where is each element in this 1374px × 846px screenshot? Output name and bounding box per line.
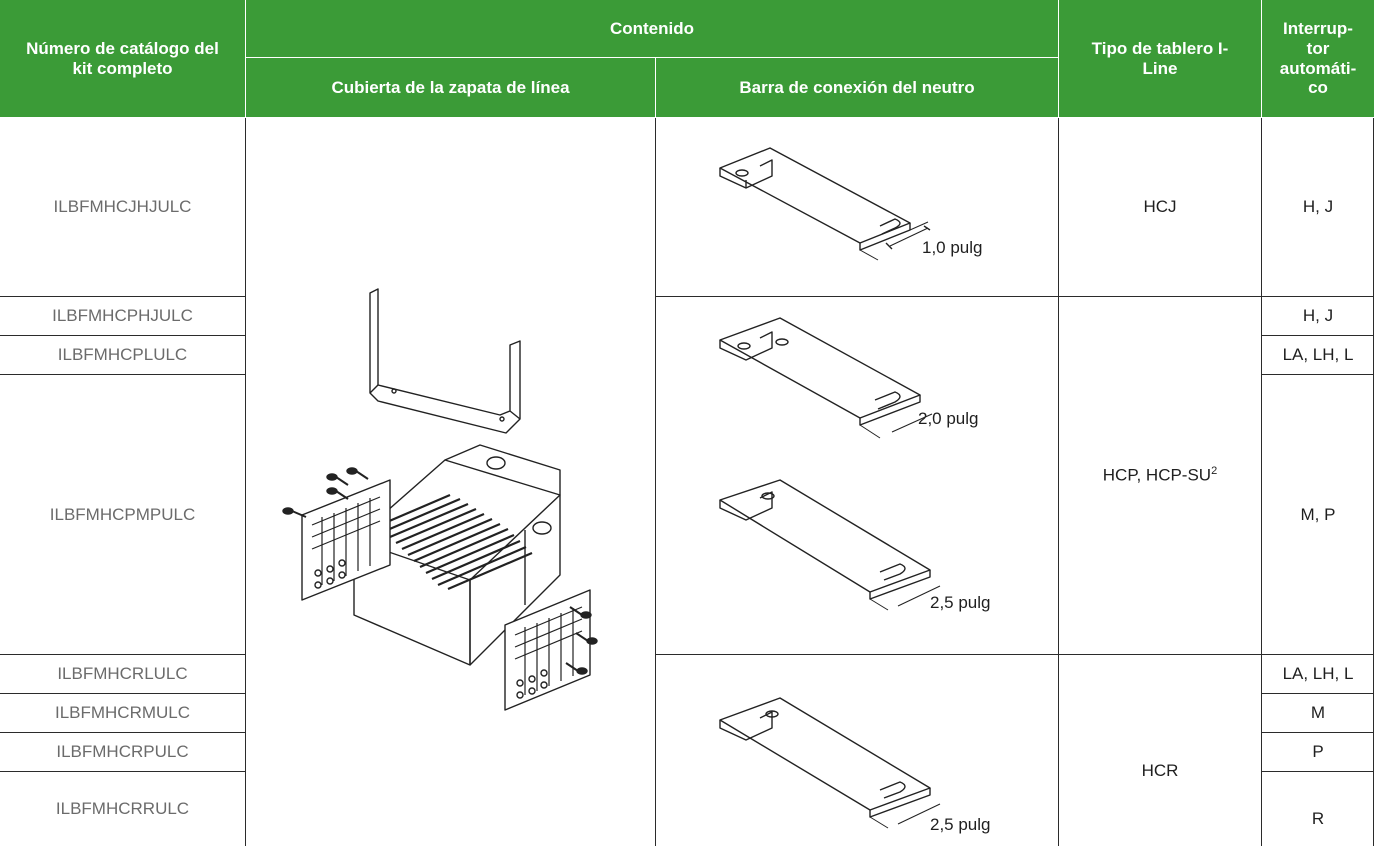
catalog-number: ILBFMHCPHJULC xyxy=(52,306,193,325)
breaker-value: M xyxy=(1310,703,1326,722)
header-barra: Barra de conexión del neutro xyxy=(656,58,1058,117)
neutral-bar-1-illustration: 1,0 pulg xyxy=(719,147,983,261)
breaker-cell: LA, LH, L xyxy=(1262,336,1374,374)
breaker-cell: R xyxy=(1262,772,1374,846)
catalog-cell: ILBFMHCRLULC xyxy=(0,655,245,693)
panel-type-hcr: HCR xyxy=(1141,760,1179,780)
row-divider xyxy=(0,296,245,297)
catalog-cell: ILBFMHCJHJULC xyxy=(0,118,245,296)
dimension-label: 1,0 pulg xyxy=(922,238,983,257)
header-catalog: Número de catálogo del kit completo xyxy=(0,0,245,117)
panel-type-cell: HCR xyxy=(1059,655,1261,846)
catalog-number: ILBFMHCPMPULC xyxy=(49,504,196,524)
row-divider xyxy=(656,296,1374,297)
footnote-marker: 2 xyxy=(1211,465,1218,478)
catalog-cell: ILBFMHCRRULC xyxy=(0,772,245,846)
column-divider xyxy=(1058,118,1059,846)
catalog-number: ILBFMHCRRULC xyxy=(55,799,190,818)
panel-type-hcp-text: HCP, HCP-SU xyxy=(1102,465,1212,485)
neutral-bar-2-illustration: 2,0 pulg xyxy=(719,317,979,439)
catalog-cell: ILBFMHCPHJULC xyxy=(0,297,245,335)
panel-type-cell: HCP, HCP-SU2 xyxy=(1059,297,1261,654)
breaker-value: LA, LH, L xyxy=(1282,345,1354,364)
catalog-cell: ILBFMHCPMPULC xyxy=(0,375,245,654)
catalog-cell: ILBFMHCPLULC xyxy=(0,336,245,374)
header-catalog-label: Número de catálogo del kit completo xyxy=(26,38,219,78)
panel-type-cell: HCJ xyxy=(1059,118,1261,296)
header-cubierta-label: Cubierta de la zapata de línea xyxy=(331,77,570,97)
header-barra-label: Barra de conexión del neutro xyxy=(739,77,975,97)
header-tipo: Tipo de tablero I-Line xyxy=(1059,0,1261,117)
breaker-value: P xyxy=(1312,742,1324,761)
header-contenido-label: Contenido xyxy=(609,18,695,38)
row-divider xyxy=(0,374,245,375)
column-divider xyxy=(1261,118,1262,846)
breaker-value: LA, LH, L xyxy=(1282,664,1354,683)
header-tipo-label: Tipo de tablero I-Line xyxy=(1091,38,1229,78)
row-divider xyxy=(0,693,245,694)
catalog-number: ILBFMHCRLULC xyxy=(57,664,188,683)
row-divider xyxy=(1262,374,1374,375)
breaker-value: H, J xyxy=(1302,197,1334,216)
u-bracket-drawing xyxy=(369,288,521,434)
row-divider xyxy=(0,771,245,772)
column-divider xyxy=(655,118,656,846)
row-divider xyxy=(656,654,1374,655)
breaker-cell: P xyxy=(1262,733,1374,771)
breaker-value: R xyxy=(1311,809,1325,828)
breaker-value: M, P xyxy=(1300,504,1336,524)
row-divider xyxy=(0,732,245,733)
panel-type-hcp: HCP, HCP-SU2 xyxy=(1103,465,1217,486)
row-divider xyxy=(1262,771,1374,772)
lug-cover-illustration xyxy=(282,288,598,711)
dimension-label: 2,5 pulg xyxy=(930,593,991,612)
row-divider xyxy=(1262,732,1374,733)
row-divider xyxy=(1262,693,1374,694)
breaker-value: H, J xyxy=(1302,306,1334,325)
header-contenido: Contenido xyxy=(246,0,1058,57)
header-interruptor: Interrup-tor automáti-co xyxy=(1262,0,1374,117)
catalog-cell: ILBFMHCRPULC xyxy=(0,733,245,771)
screws xyxy=(282,467,598,675)
neutral-bar-3-illustration: 2,5 pulg xyxy=(719,479,991,612)
row-divider xyxy=(0,654,245,655)
left-mesh-plate xyxy=(301,479,391,601)
dimension-label: 2,0 pulg xyxy=(918,409,979,428)
breaker-cell: M xyxy=(1262,694,1374,732)
breaker-cell: LA, LH, L xyxy=(1262,655,1374,693)
catalog-number: ILBFMHCRMULC xyxy=(54,703,191,722)
breaker-cell: H, J xyxy=(1262,297,1374,335)
breaker-cell: M, P xyxy=(1262,375,1374,654)
header-cubierta: Cubierta de la zapata de línea xyxy=(246,58,655,117)
catalog-number: ILBFMHCJHJULC xyxy=(53,197,192,216)
breaker-cell: H, J xyxy=(1262,118,1374,296)
column-divider xyxy=(245,118,246,846)
row-divider xyxy=(1262,335,1374,336)
header-divider xyxy=(1058,0,1059,117)
dimension-label: 2,5 pulg xyxy=(930,815,991,834)
header-divider xyxy=(245,0,246,117)
panel-type-hcj: HCJ xyxy=(1143,197,1177,216)
header-interruptor-label: Interrup-tor automáti-co xyxy=(1279,19,1357,98)
header-divider xyxy=(655,57,656,117)
neutral-bar-4-illustration: 2,5 pulg xyxy=(719,697,991,834)
row-divider xyxy=(0,335,245,336)
catalog-cell: ILBFMHCRMULC xyxy=(0,694,245,732)
right-mesh-plate xyxy=(504,589,591,711)
catalog-number: ILBFMHCRPULC xyxy=(56,742,189,761)
header-divider xyxy=(246,57,1058,58)
header-divider xyxy=(1261,0,1262,117)
catalog-number: ILBFMHCPLULC xyxy=(57,345,188,364)
